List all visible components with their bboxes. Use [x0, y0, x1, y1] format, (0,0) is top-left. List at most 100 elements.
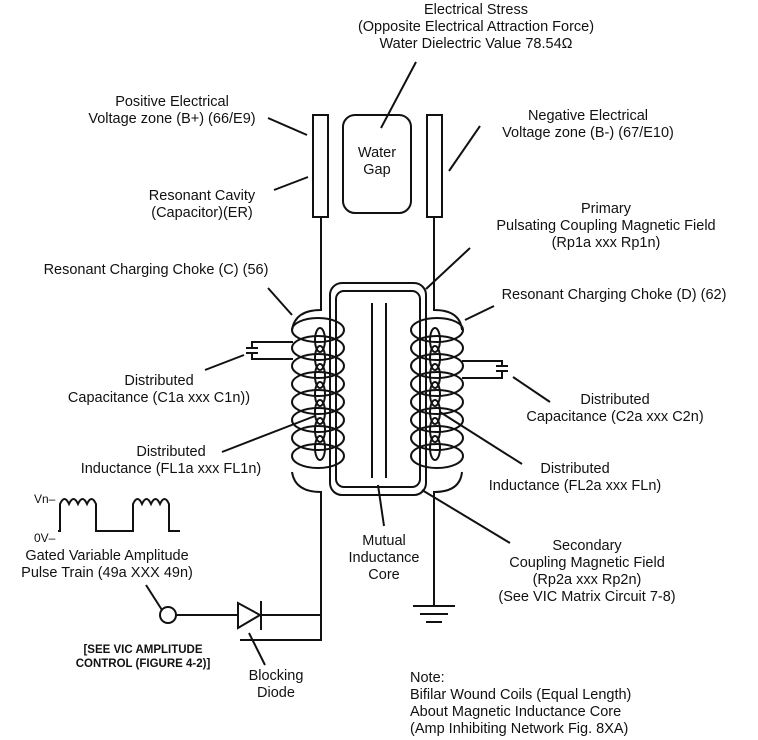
- ind-right-line-2: Inductance (FL2a xxx FLn): [488, 478, 662, 494]
- leader-choke-c: [267, 287, 293, 316]
- leader-ind-right: [439, 411, 523, 465]
- leader-choke-d: [464, 305, 495, 321]
- water-gap-label: Water Gap: [343, 145, 411, 179]
- coil-loop: [291, 335, 345, 361]
- left-coil-loops: [291, 317, 345, 469]
- left-distributed-capacitor: [246, 341, 293, 360]
- ind-right-label: Distributed Inductance (FL2a xxx FLn): [466, 461, 684, 495]
- coil-loop: [410, 317, 464, 343]
- cap-right-label: Distributed Capacitance (C2a xxx C2n): [500, 392, 730, 426]
- leader-secondary: [421, 489, 511, 544]
- coil-inner-loop: [314, 435, 326, 461]
- leader-cap-right: [512, 376, 551, 403]
- coil-inner-loop: [314, 417, 326, 443]
- stress-label: Electrical Stress (Opposite Electrical A…: [332, 2, 620, 53]
- pulse-train-waveform: [58, 498, 180, 532]
- cap-left-label: Distributed Capacitance (C1a xxx C1n)): [48, 373, 270, 407]
- vn-label: Vn–: [34, 492, 56, 506]
- core-label: Mutual Inductance Core: [334, 533, 434, 584]
- cap-right-line-2: Capacitance (C2a xxx C2n): [526, 409, 704, 425]
- coil-loop: [410, 353, 464, 379]
- water-gap-box: [342, 114, 412, 214]
- coil-loop: [410, 335, 464, 361]
- coil-inner-loop: [314, 399, 326, 425]
- coil-inner-loop: [429, 327, 441, 353]
- right-distributed-capacitor: [462, 360, 508, 379]
- coil-loop: [291, 317, 345, 343]
- primary-line-2: Pulsating Coupling Magnetic Field: [496, 218, 716, 234]
- negative-plate: [426, 114, 443, 218]
- leader-diode: [248, 632, 266, 666]
- ind-left-label: Distributed Inductance (FL1a xxx FL1n): [60, 444, 282, 478]
- coil-loop: [291, 425, 345, 451]
- ind-left-line-2: Inductance (FL1a xxx FL1n): [80, 461, 262, 477]
- cap-left-line-1: Distributed: [124, 373, 194, 389]
- core-line-2: Inductance: [348, 550, 420, 566]
- blocking-diode-symbol: [237, 601, 263, 630]
- coil-loop: [410, 371, 464, 397]
- coil-loop: [410, 407, 464, 433]
- coil-loop: [291, 443, 345, 469]
- note-block: Note: Bifilar Wound Coils (Equal Length)…: [410, 670, 631, 738]
- negative-zone-line-2: Voltage zone (B-) (67/E10): [502, 125, 674, 141]
- choke-d-label: Resonant Charging Choke (D) (62): [501, 287, 727, 303]
- coil-inner-loop: [314, 363, 326, 389]
- core-line-3: Core: [368, 567, 400, 583]
- positive-zone-line-2: Voltage zone (B+) (66/E9): [88, 111, 256, 127]
- cap-right-line-1: Distributed: [580, 392, 650, 408]
- secondary-field-label: Secondary Coupling Magnetic Field (Rp2a …: [464, 538, 710, 606]
- stress-line-3: Water Dielectric Value 78.54Ω: [379, 36, 573, 52]
- leader-pulse: [145, 584, 163, 611]
- cap-left-line-2: Capacitance (C1a xxx C1n)): [67, 390, 251, 406]
- ind-right-line-1: Distributed: [540, 461, 610, 477]
- coil-inner-loop: [429, 345, 441, 371]
- coil-loop: [291, 407, 345, 433]
- amplitude-ref-line-1: [SEE VIC AMPLITUDE: [83, 644, 203, 656]
- note-line-1: Note:: [410, 670, 445, 686]
- pulse-line-1: Gated Variable Amplitude: [25, 548, 189, 564]
- note-line-4: (Amp Inhibiting Network Fig. 8XA): [410, 721, 629, 737]
- cavity-line-2: (Capacitor)(ER): [151, 205, 253, 221]
- coil-loop: [291, 389, 345, 415]
- core-line-1: Mutual: [362, 533, 406, 549]
- stress-line-1: Electrical Stress: [424, 2, 528, 18]
- water-gap-line-1: Water: [357, 145, 397, 161]
- coil-inner-loop: [314, 327, 326, 353]
- note-line-2: Bifilar Wound Coils (Equal Length): [410, 687, 632, 703]
- leader-negative: [448, 125, 481, 172]
- leader-cavity: [273, 176, 309, 191]
- coil-inner-loop: [429, 363, 441, 389]
- coil-inner-loop: [314, 381, 326, 407]
- leader-positive: [267, 117, 308, 136]
- core-inner: [335, 290, 421, 488]
- water-gap-line-2: Gap: [363, 162, 391, 178]
- resonant-cavity-label: Resonant Cavity (Capacitor)(ER): [132, 188, 272, 222]
- secondary-line-3: (Rp2a xxx Rp2n): [532, 572, 642, 588]
- negative-zone-line-1: Negative Electrical: [527, 108, 649, 124]
- diode-line-2: Diode: [257, 685, 295, 701]
- secondary-line-2: Coupling Magnetic Field: [509, 555, 665, 571]
- input-terminal[interactable]: [159, 606, 177, 624]
- coil-inner-loop: [429, 381, 441, 407]
- right-coil-loops: [410, 317, 464, 469]
- primary-field-label: Primary Pulsating Coupling Magnetic Fiel…: [468, 201, 744, 252]
- positive-zone-label: Positive Electrical Voltage zone (B+) (6…: [72, 94, 272, 128]
- leader-ind-left: [221, 415, 316, 453]
- note-line-3: About Magnetic Inductance Core: [410, 704, 622, 720]
- secondary-line-1: Secondary: [552, 538, 622, 554]
- diode-line-1: Blocking: [248, 668, 304, 684]
- coil-inner-loop: [429, 435, 441, 461]
- primary-line-3: (Rp1a xxx Rp1n): [551, 235, 661, 251]
- coil-loop: [410, 389, 464, 415]
- leader-primary: [425, 247, 471, 290]
- positive-plate: [312, 114, 329, 218]
- coil-loop: [291, 353, 345, 379]
- coil-loop: [291, 371, 345, 397]
- zero-volt-label: 0V–: [34, 531, 56, 545]
- negative-zone-label: Negative Electrical Voltage zone (B-) (6…: [478, 108, 698, 142]
- diode-label: Blocking Diode: [236, 668, 316, 702]
- cavity-line-1: Resonant Cavity: [148, 188, 256, 204]
- coil-loop: [410, 425, 464, 451]
- primary-line-1: Primary: [581, 201, 631, 217]
